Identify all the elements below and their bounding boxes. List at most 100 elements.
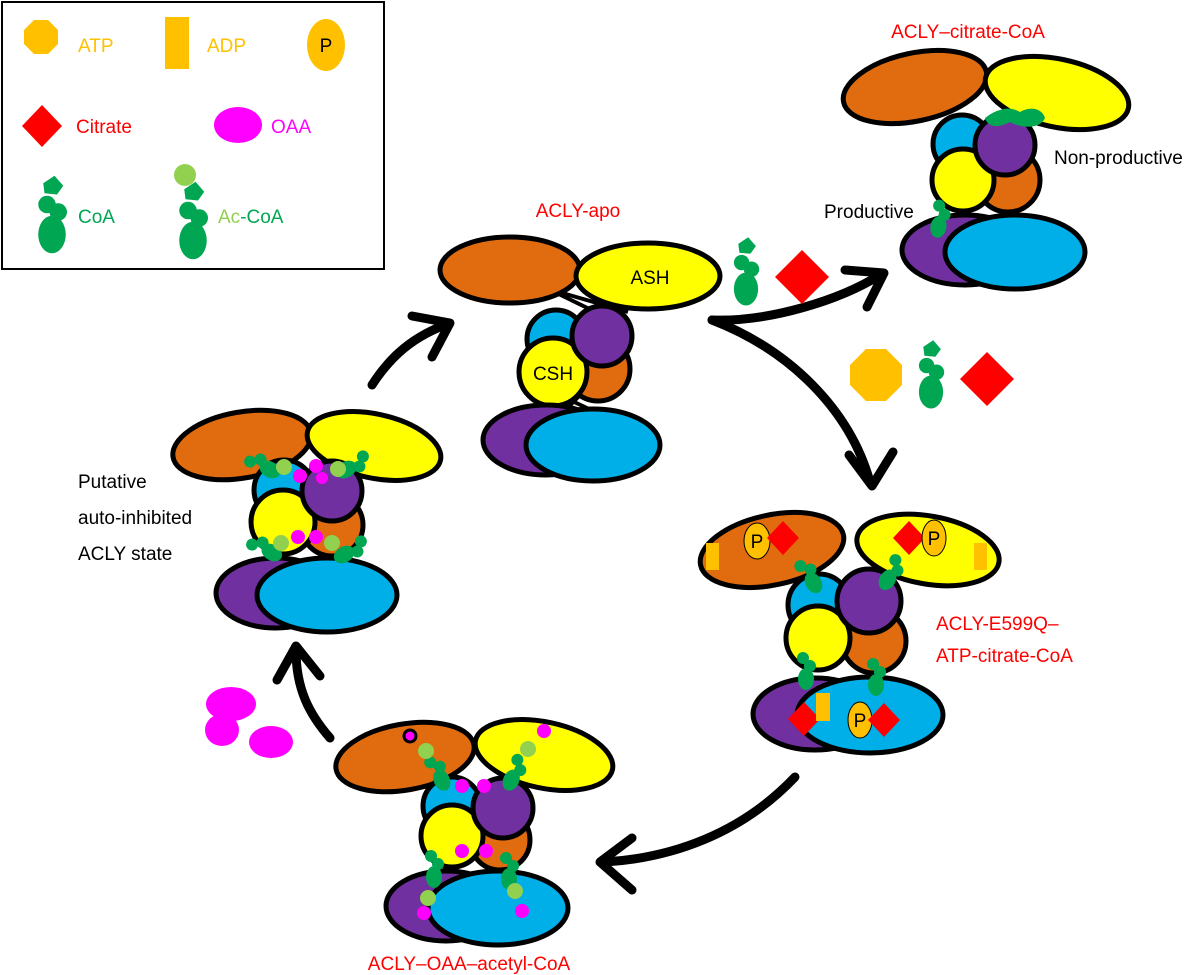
phosphate-icon: [307, 19, 345, 71]
acly-e599q-state: P P P ACLY-E599Q– ATP-citrate-CoA: [697, 510, 1073, 756]
citrate-icon: [788, 702, 820, 736]
acetyl-group-icon: [324, 535, 340, 551]
blue-domain: [523, 406, 663, 484]
purple-domain: [569, 303, 635, 369]
acetyl-group-icon: [276, 459, 292, 475]
citrate-coa-title: ACLY–citrate-CoA: [891, 22, 1045, 43]
blue-domain: [942, 212, 1088, 292]
linker-lines: [529, 278, 629, 422]
orange-domain: [437, 234, 583, 306]
arrow-apo-to-e599q: [707, 315, 875, 487]
oaa-icon: [309, 459, 323, 473]
oaa-icon: [479, 844, 493, 858]
acetyl-group-icon: [418, 743, 434, 759]
acetyl-group-icon: [420, 890, 436, 906]
coa-icon: [733, 237, 760, 306]
e599q-title-line2: ATP-citrate-CoA: [936, 646, 1073, 667]
legend-p-label: P: [320, 36, 333, 57]
citrate-icon: [767, 521, 799, 555]
oaa-icon: [417, 906, 431, 920]
adp-icon: [974, 543, 987, 570]
atp-icon: [24, 20, 58, 54]
arrow-apo-to-e599q-head: [844, 447, 898, 491]
oaa-icon: [455, 844, 469, 858]
arrow-apo-to-citrate-coa: [707, 270, 885, 325]
oaa-icon: [293, 469, 307, 483]
oaa-icon: [537, 724, 551, 738]
productive-label: Productive: [824, 202, 914, 223]
acetyl-group-icon: [507, 883, 523, 899]
citrate-icon: [22, 105, 62, 147]
oaa-icon: [291, 530, 305, 544]
phosphate-label: P: [854, 711, 867, 732]
arrow-e599q-to-oaa-acetyl: [600, 772, 800, 867]
oaa-icon: [205, 714, 239, 746]
ash-domain: [573, 240, 723, 312]
legend-ac-suffix: -CoA: [240, 207, 284, 228]
acly-apo-state: ACLY-apo ASH CSH: [437, 201, 723, 484]
e599q-title-line1: ACLY-E599Q–: [936, 614, 1059, 635]
legend-citrate-label: Citrate: [76, 117, 132, 138]
arrow-oaa-acetyl-to-autoinhibited: [291, 645, 335, 743]
coa-icon: [918, 340, 945, 409]
phosphate-label: P: [751, 532, 764, 553]
legend: ATP ADP P Citrate OAA CoA Ac-CoA: [1, 1, 385, 270]
phosphate-label: P: [928, 529, 941, 550]
cycle-arrows: [272, 265, 898, 895]
citrate-icon: [775, 250, 829, 304]
acetyl-group-icon: [273, 535, 289, 551]
oaa-icon: [455, 779, 469, 793]
autoinhibited-line3: ACLY state: [78, 544, 172, 565]
purple-domain: [470, 775, 536, 841]
oaa-acetyl-title: ACLY–OAA–acetyl-CoA: [368, 954, 571, 975]
oaa-icon: [477, 779, 491, 793]
legend-atp-label: ATP: [78, 36, 114, 57]
blue-domain: [254, 555, 400, 635]
non-productive-label: Non-productive: [1054, 148, 1183, 169]
acetyl-group-icon: [174, 164, 196, 186]
legend-coa-label: CoA: [78, 207, 115, 228]
oaa-icon: [515, 904, 529, 918]
acly-oaa-acetyl-coa-state: ACLY–OAA–acetyl-CoA: [333, 717, 616, 975]
acetyl-group-icon: [520, 741, 536, 757]
legend-adp-label: ADP: [207, 36, 246, 57]
citrate-icon: [868, 703, 900, 737]
coa-bound-icon: [985, 108, 1045, 127]
yellow-domain: [982, 53, 1132, 133]
citrate-icon: [960, 352, 1014, 406]
blue-domain: [425, 868, 571, 948]
arrow-autoinhibited-to-apo: [367, 320, 450, 390]
adp-icon: [706, 543, 719, 570]
acly-citrate-coa-state: ACLY–citrate-CoA Non-productive Producti…: [824, 22, 1183, 292]
arrow-oaa-acetyl-to-autoinhibited-head: [272, 641, 325, 685]
legend-oaa-label: OAA: [271, 117, 311, 138]
acetyl-group-icon: [330, 461, 346, 477]
adp-icon: [165, 17, 189, 69]
arrow-autoinhibited-to-apo-head: [407, 311, 455, 362]
apo-to-e599q-ligands: [850, 340, 1014, 409]
oaa-icon: [309, 530, 323, 544]
released-oaa: [205, 687, 293, 758]
arrow-apo-to-citrate-coa-head: [840, 265, 889, 312]
atp-icon: [850, 349, 902, 401]
autoinhibited-line1: Putative: [78, 472, 147, 493]
oaa-icon: [402, 728, 418, 744]
ash-label: ASH: [630, 268, 669, 289]
oaa-icon: [316, 472, 328, 484]
oaa-icon: [214, 107, 262, 143]
oaa-icon: [249, 726, 293, 758]
legend-acetyl-coa-label: Ac-CoA: [218, 207, 284, 228]
apo-to-citrate-coa-ligands: [733, 237, 829, 306]
arrow-e599q-to-oaa-acetyl-head: [595, 833, 637, 895]
citrate-icon: [893, 521, 925, 555]
oaa-icon: [206, 687, 256, 721]
csh-label: CSH: [533, 364, 573, 385]
phosphate-icon: [921, 519, 947, 557]
legend-ac-prefix: Ac: [218, 207, 240, 228]
yellow-domain: [929, 146, 997, 214]
autoinhibited-line2: auto-inhibited: [78, 508, 192, 529]
apo-title: ACLY-apo: [536, 201, 621, 222]
autoinhibited-state: Putative auto-inhibited ACLY state: [78, 407, 444, 635]
adp-icon: [816, 693, 830, 721]
